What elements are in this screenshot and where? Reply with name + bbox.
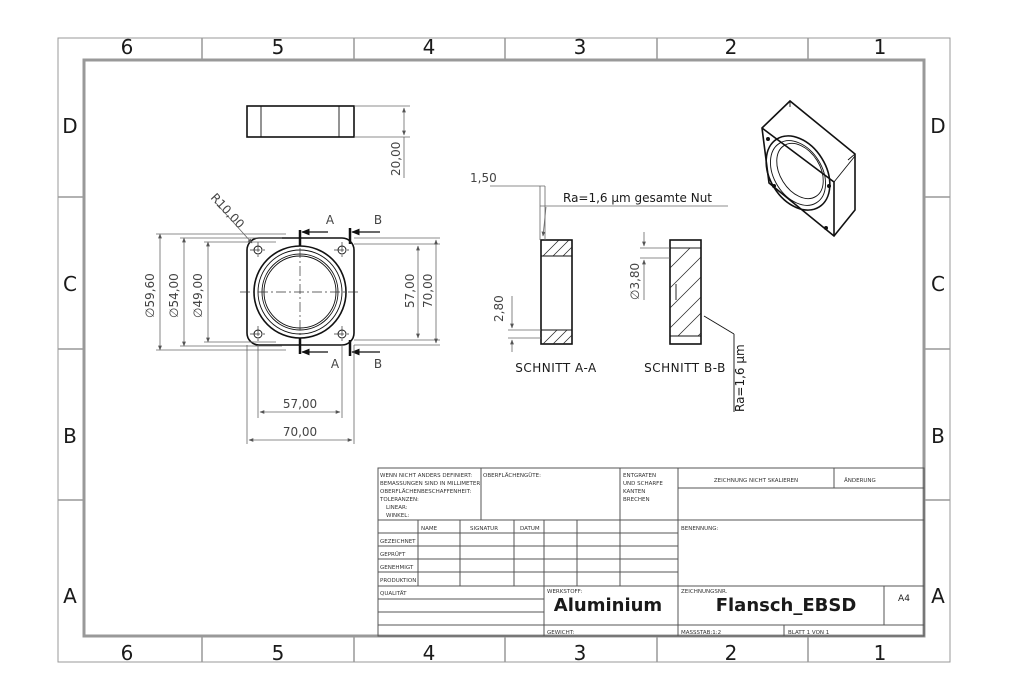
zone-col-bottom-2: 2 xyxy=(725,641,738,665)
zone-row-left-d: D xyxy=(62,114,77,138)
scale-label: MASSSTAB:1:2 xyxy=(681,630,721,636)
cut-label-b-bottom: B xyxy=(374,357,382,371)
cut-label-a-bottom: A xyxy=(331,357,340,371)
zone-row-left-c: C xyxy=(63,272,77,296)
header-name: NAME xyxy=(421,526,438,532)
section-a-label: SCHNITT A-A xyxy=(515,361,597,375)
row-label-checked: GEPRÜFT xyxy=(380,551,406,558)
designation-label: BENENNUNG: xyxy=(681,526,718,532)
material-value: Aluminium xyxy=(554,595,662,616)
isometric-view xyxy=(761,99,856,238)
deburr-line: BRECHEN xyxy=(623,497,650,503)
dim-dia-outer: ∅59,60 xyxy=(143,273,157,318)
weight-label: GEWICHT: xyxy=(547,630,575,636)
dim-groove-height: 2,80 xyxy=(492,295,506,322)
deburr-line: KANTEN xyxy=(623,489,645,495)
dim-width-70: 70,00 xyxy=(283,425,317,439)
zone-row-right-a: A xyxy=(931,584,945,608)
zone-col-top-2: 2 xyxy=(725,35,738,59)
sheet-label: BLATT 1 VON 1 xyxy=(788,630,829,636)
zone-row-right-c: C xyxy=(931,272,945,296)
dim-dia-inner: ∅49,00 xyxy=(191,273,205,318)
row-label-drawn: GEZEICHNET xyxy=(380,539,416,545)
inner-frame xyxy=(82,58,926,638)
dim-height-70: 70,00 xyxy=(421,274,435,308)
surface-b-annotation: Ra=1,6 µm xyxy=(733,344,747,412)
row-label-quality: QUALITÄT xyxy=(380,590,407,597)
drawing-no-label: ZEICHNUNGSNR. xyxy=(681,589,728,595)
zone-col-top-4: 4 xyxy=(423,35,436,59)
dim-width-57: 57,00 xyxy=(283,397,317,411)
zone-row-right-d: D xyxy=(930,114,945,138)
zone-col-top-3: 3 xyxy=(574,35,587,59)
dim-dia-mid: ∅54,00 xyxy=(167,273,181,318)
zone-col-bottom-1: 1 xyxy=(874,641,887,665)
revision-label: ÄNDERUNG xyxy=(844,477,876,484)
drawing-no-value: Flansch_EBSD xyxy=(716,595,857,616)
dim-radius: R10,00 xyxy=(208,190,247,231)
cut-label-b-top: B xyxy=(374,213,382,227)
header-date: DATUM xyxy=(520,526,540,532)
zone-row-left-b: B xyxy=(63,424,77,448)
dim-height-top: 20,00 xyxy=(389,142,403,176)
zone-col-top-5: 5 xyxy=(272,35,285,59)
dim-groove-depth: 1,50 xyxy=(470,171,497,185)
general-note-line: OBERFLÄCHENBESCHAFFENHEIT: xyxy=(380,488,471,495)
zone-col-bottom-6: 6 xyxy=(121,641,134,665)
zone-col-bottom-3: 3 xyxy=(574,641,587,665)
zone-ticks xyxy=(58,38,950,662)
zone-row-left-a: A xyxy=(63,584,77,608)
row-label-approved: GENEHMIGT xyxy=(380,565,414,571)
top-view xyxy=(246,105,410,178)
general-note-line: BEMASSUNGEN SIND IN MILLIMETER xyxy=(380,481,480,487)
row-label-production: PRODUKTION xyxy=(380,578,416,584)
format-value: A4 xyxy=(898,594,910,604)
general-note-line: TOLERANZEN: xyxy=(379,497,419,503)
outer-frame xyxy=(57,37,951,663)
zone-row-right-b: B xyxy=(931,424,945,448)
section-b-view xyxy=(640,232,735,412)
front-view xyxy=(156,201,440,444)
no-scale-note: ZEICHNUNG NICHT SKALIEREN xyxy=(714,478,798,484)
zone-col-bottom-4: 4 xyxy=(423,641,436,665)
title-block xyxy=(377,467,925,637)
surface-treatment-label: OBERFLÄCHENGÜTE: xyxy=(483,472,541,479)
zone-col-top-6: 6 xyxy=(121,35,134,59)
general-note-line: LINEAR: xyxy=(386,505,408,511)
section-a-view xyxy=(490,185,728,352)
section-b-label: SCHNITT B-B xyxy=(644,361,726,375)
dim-height-57: 57,00 xyxy=(403,274,417,308)
general-note-line: WENN NICHT ANDERS DEFINIERT: xyxy=(380,473,472,479)
zone-col-bottom-5: 5 xyxy=(272,641,285,665)
header-signature: SIGNATUR xyxy=(470,526,498,532)
deburr-line: ENTGRATEN xyxy=(623,473,656,479)
cut-label-a-top: A xyxy=(326,213,335,227)
general-notes: WENN NICHT ANDERS DEFINIERT: BEMASSUNGEN… xyxy=(379,473,480,519)
surface-groove-annotation: Ra=1,6 µm gesamte Nut xyxy=(563,191,712,205)
zone-col-top-1: 1 xyxy=(874,35,887,59)
deburr-line: UND SCHARFE xyxy=(623,481,663,487)
material-label: WERKSTOFF: xyxy=(547,589,582,595)
general-note-line: WINKEL: xyxy=(386,513,409,519)
dim-bore-dia: ∅3,80 xyxy=(628,263,642,300)
